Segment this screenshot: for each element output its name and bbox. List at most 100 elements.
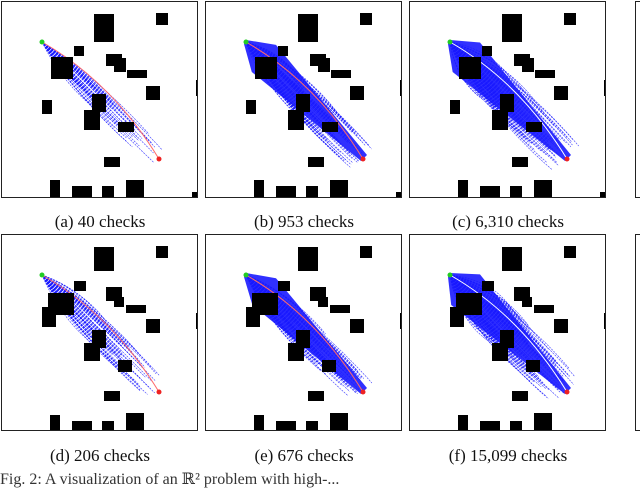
goal-point: [156, 156, 162, 162]
obstacle: [480, 186, 500, 197]
tree-edge: [449, 274, 566, 376]
tree-edge: [41, 274, 139, 385]
tree-edge: [245, 274, 333, 369]
obstacle: [492, 110, 508, 130]
tree-edge: [449, 274, 570, 377]
start-point: [243, 272, 249, 278]
tree-edge: [245, 41, 297, 76]
start-point: [447, 39, 453, 45]
tree-edge: [245, 41, 325, 140]
planning-plot: [243, 13, 401, 197]
planning-plot: [39, 246, 197, 430]
tree-edge: [41, 274, 127, 371]
tree-edge: [449, 274, 511, 334]
tree-edge: [41, 41, 92, 107]
obstacle: [350, 86, 364, 100]
start-point: [39, 272, 45, 278]
plot-panel-d: [1, 234, 198, 431]
tree-edge: [449, 41, 521, 90]
figure-caption: Fig. 2: A visualization of an ℝ² problem…: [0, 471, 340, 488]
obstacle: [94, 247, 114, 271]
obstacle: [322, 360, 336, 372]
obstacle: [156, 13, 168, 25]
obstacle: [458, 180, 468, 197]
tree-edge: [41, 41, 117, 111]
obstacle: [127, 70, 147, 78]
obstacle: [360, 246, 372, 258]
tree-edge: [449, 274, 550, 390]
tree-edge: [449, 41, 568, 138]
tree-edge: [41, 274, 156, 381]
obstacle: [458, 415, 468, 430]
obstacle: [330, 413, 348, 430]
tree-edge: [449, 41, 535, 140]
tree-edge: [245, 274, 360, 374]
obstacle: [308, 391, 324, 401]
obstacle: [526, 122, 542, 132]
tree-edge: [41, 274, 153, 383]
obstacle: [535, 70, 555, 78]
obstacle: [278, 46, 288, 56]
obstacle: [74, 281, 86, 291]
obstacle: [360, 13, 372, 25]
tree-edge: [245, 274, 351, 375]
obstacle: [104, 157, 120, 167]
obstacle: [554, 319, 568, 333]
start-point: [447, 272, 453, 278]
goal-point: [360, 156, 366, 162]
obstacle: [42, 307, 56, 327]
goal-point: [360, 389, 366, 395]
tree-edge: [449, 41, 523, 117]
plot-panel-f: [409, 234, 606, 431]
tree-edge: [245, 274, 348, 386]
tree-edge: [449, 41, 566, 143]
tree-edge: [245, 41, 306, 99]
obstacle: [196, 80, 197, 96]
tree-edge: [449, 41, 561, 141]
obstacle: [276, 186, 296, 197]
tree-edge: [245, 41, 336, 131]
tree-edge: [245, 274, 321, 371]
tree-edge: [245, 41, 319, 130]
obstacle: [146, 86, 160, 100]
obstacle: [512, 157, 528, 167]
obstacle: [450, 307, 464, 327]
plot-panel-e: [205, 234, 402, 431]
obstacle: [104, 391, 120, 401]
obstacle: [118, 122, 134, 132]
tree-edge: [449, 41, 495, 108]
tree-edge: [41, 274, 94, 312]
tree-edge: [41, 41, 127, 139]
tree-edge: [449, 41, 527, 126]
solution-path: [245, 274, 364, 393]
tree-edge: [245, 41, 337, 121]
tree-edge: [449, 274, 490, 321]
obstacle: [306, 186, 318, 197]
obstacle: [298, 14, 318, 42]
obstacle: [534, 305, 554, 313]
obstacle: [400, 313, 401, 329]
caption-b: (b) 953 checks: [253, 212, 355, 231]
obstacle: [288, 343, 304, 361]
solution-path: [245, 41, 364, 160]
obstacle: [126, 180, 144, 197]
obstacle: [196, 313, 197, 329]
obstacle: [156, 246, 168, 258]
tree-edge: [245, 41, 298, 76]
tree-edge: [449, 274, 538, 342]
obstacle: [400, 80, 401, 96]
obstacle: [298, 247, 318, 271]
obstacle: [510, 421, 522, 430]
tree-edge: [449, 274, 534, 358]
tree-edge: [449, 274, 549, 350]
tree-edge: [245, 41, 285, 99]
obstacle: [50, 415, 60, 430]
tree-edge: [449, 41, 550, 150]
tree-edge: [245, 41, 344, 132]
planning-plot: [243, 246, 401, 430]
obstacle: [72, 421, 92, 430]
tree-edge: [449, 41, 541, 152]
obstacle: [512, 391, 528, 401]
obstacle: [84, 110, 100, 130]
obstacle: [50, 180, 60, 197]
